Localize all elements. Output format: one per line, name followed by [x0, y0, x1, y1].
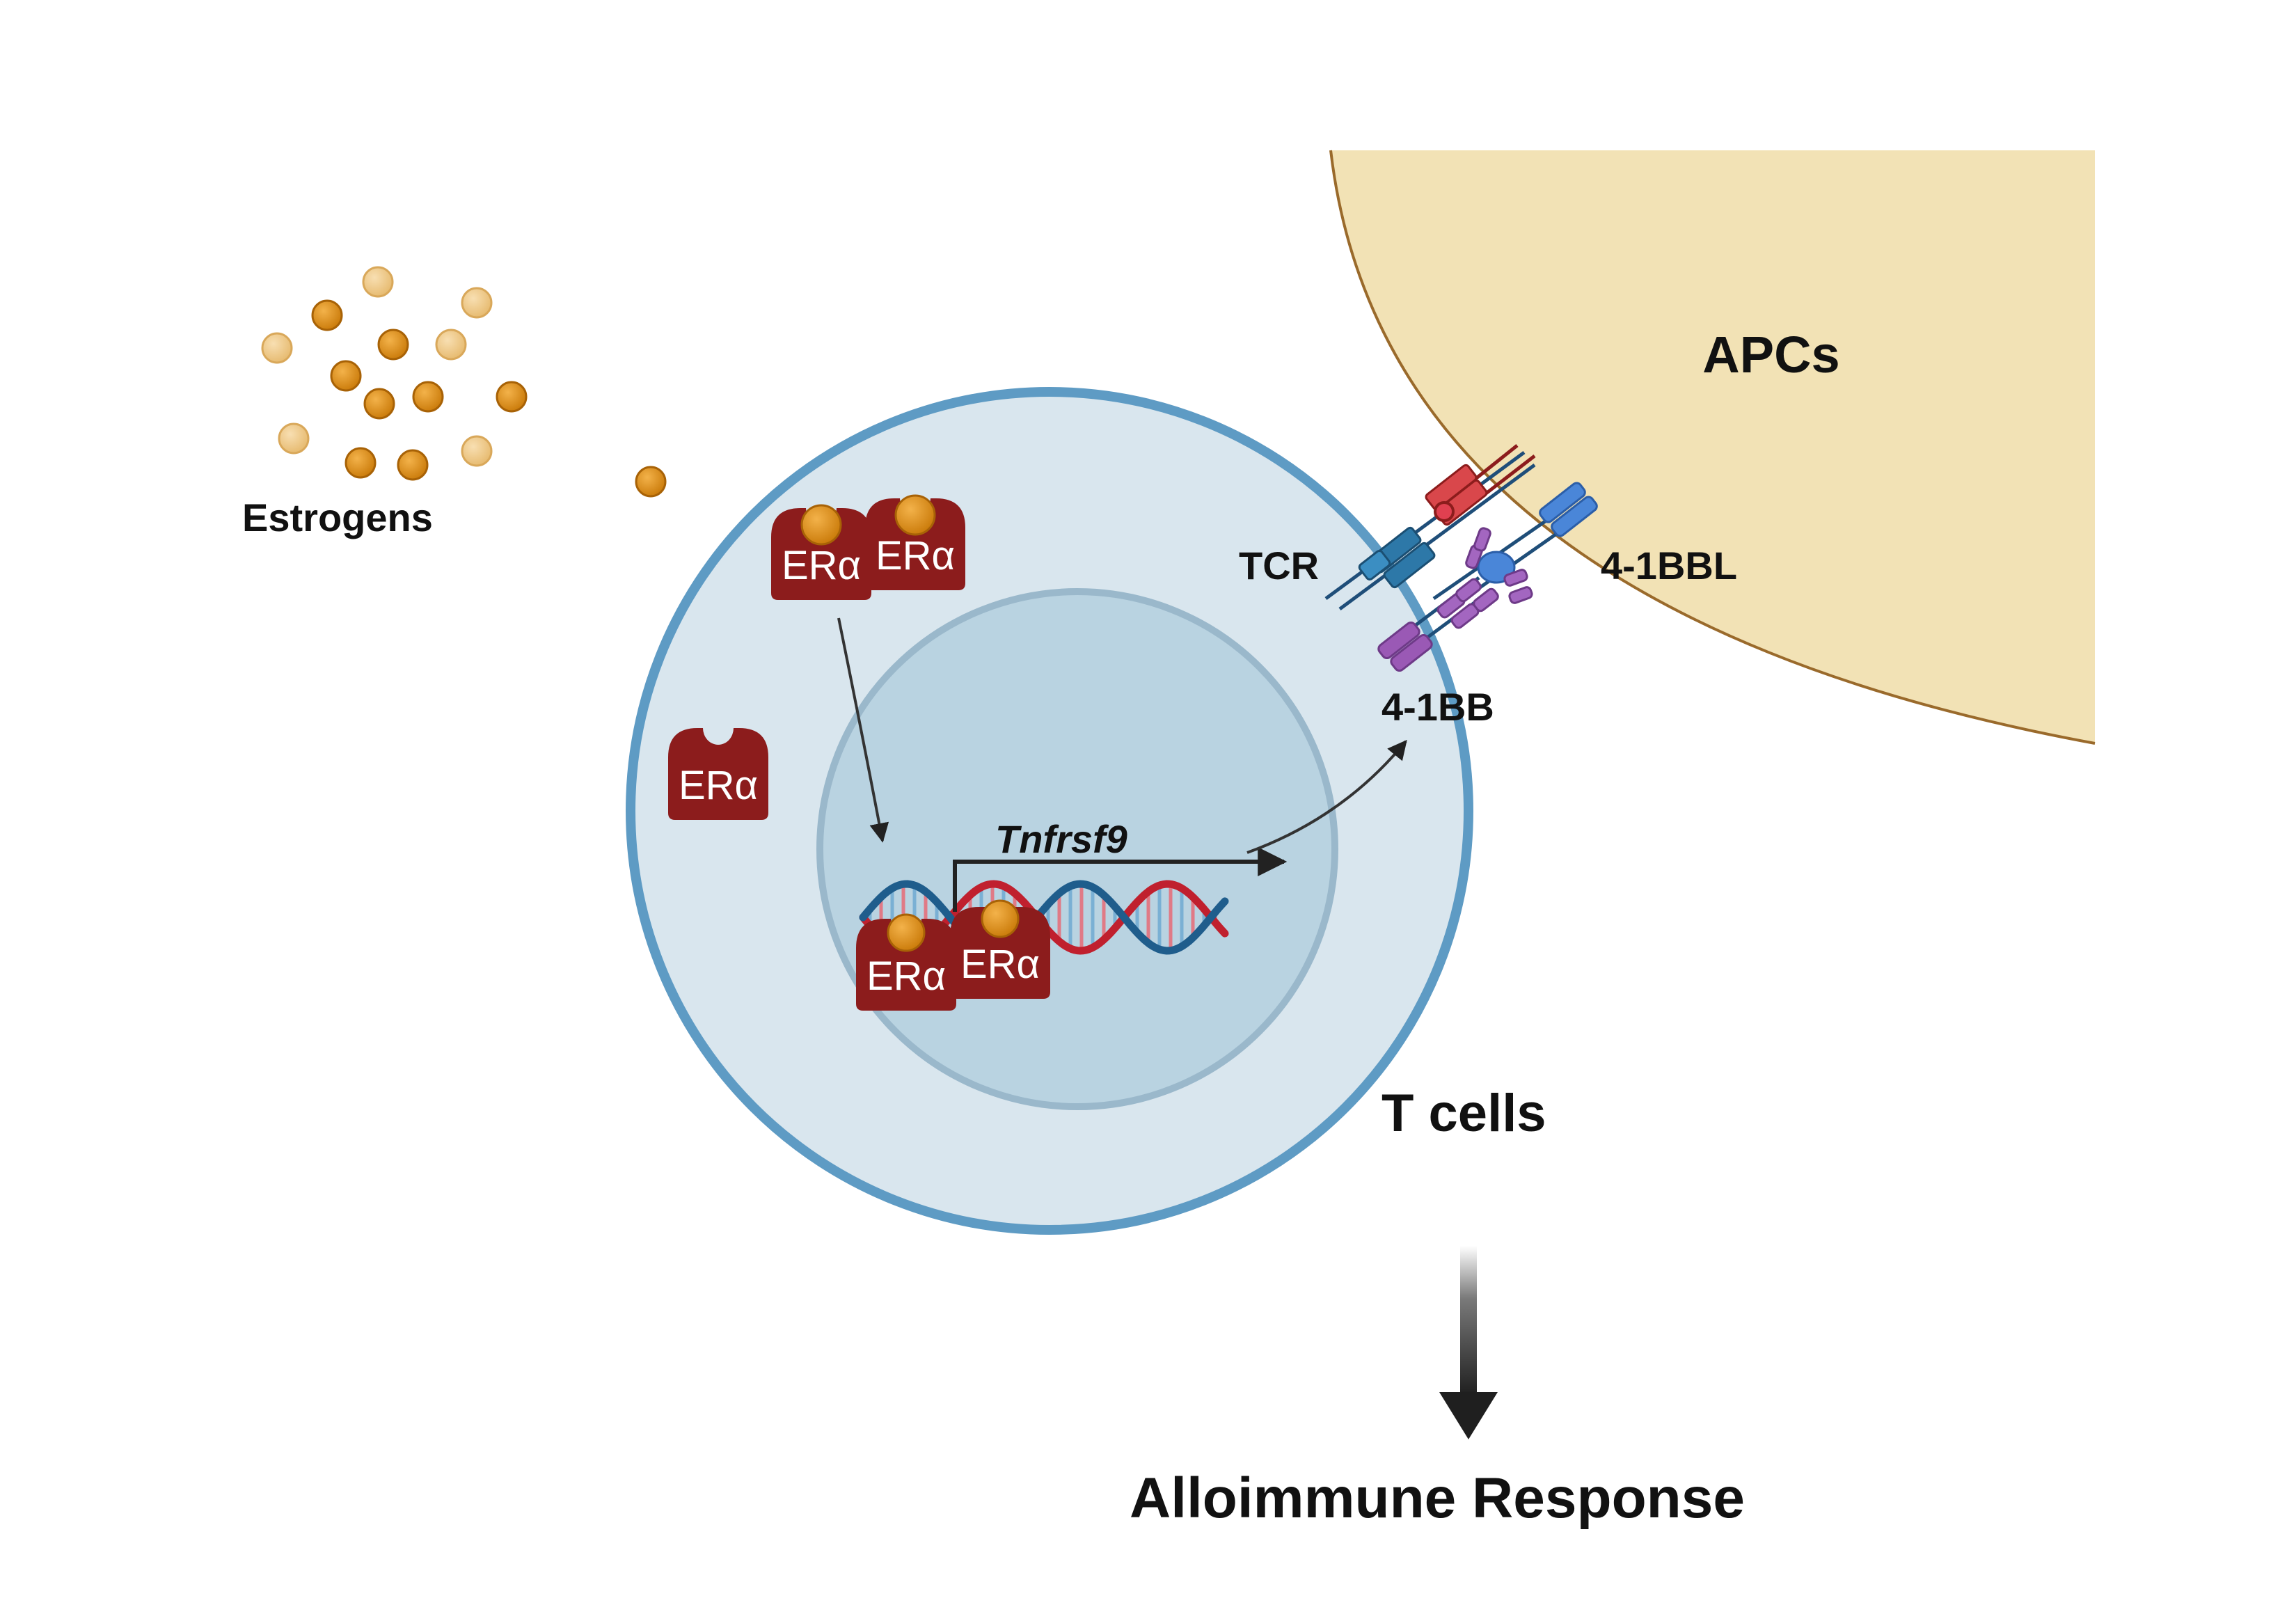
- ligand-label: 4-1BBL: [1601, 544, 1737, 587]
- estrogen-molecule: [345, 447, 377, 479]
- estrogen-particles: [261, 266, 667, 498]
- outcome-label: Alloimmune Response: [1130, 1467, 1745, 1530]
- era-bound-dna-2: ERα: [950, 899, 1050, 999]
- era-bound-cytoplasm-2: ERα: [865, 494, 965, 590]
- t-cells-label: T cells: [1381, 1084, 1546, 1143]
- estrogen-molecule: [311, 299, 343, 331]
- estrogen-molecule: [461, 287, 493, 319]
- estrogen-molecule: [496, 381, 528, 413]
- svg-text:ERα: ERα: [679, 763, 758, 808]
- era-unbound: ERα: [668, 728, 768, 820]
- apc-cell: [1331, 150, 2095, 743]
- estrogen-molecule: [435, 329, 467, 361]
- expression-arrow: [1246, 739, 1407, 854]
- outcome-arrow: [1439, 1246, 1498, 1439]
- estrogen-molecule: [412, 381, 444, 413]
- estrogen-molecule: [461, 435, 493, 467]
- transcription-start-arrow: [953, 847, 1288, 912]
- apc-label: APCs: [1702, 326, 1839, 384]
- nuclear-translocation-arrow: [837, 617, 889, 843]
- estrogen-molecule: [635, 466, 667, 498]
- estrogen-molecule: [377, 329, 409, 361]
- tcr-label: TCR: [1239, 544, 1319, 587]
- gene-label: Tnfrsf9: [995, 817, 1127, 861]
- era-bound-cytoplasm-1: ERα: [771, 504, 871, 600]
- svg-text:ERα: ERα: [866, 954, 946, 999]
- receptor-label: 4-1BB: [1381, 685, 1494, 729]
- tcr-complex: [1324, 444, 1536, 611]
- estrogen-molecule: [397, 449, 429, 481]
- estrogen-molecule: [278, 422, 310, 455]
- estrogen-molecule: [330, 360, 362, 392]
- svg-text:ERα: ERα: [876, 533, 955, 578]
- estrogen-molecule: [362, 266, 394, 298]
- estrogen-molecule: [363, 388, 395, 420]
- estrogens-label: Estrogens: [242, 496, 433, 539]
- svg-text:ERα: ERα: [960, 942, 1040, 987]
- estrogen-molecule: [261, 332, 293, 364]
- svg-text:ERα: ERα: [782, 543, 861, 588]
- apc-membrane: [1329, 150, 2096, 745]
- cd137-ligand-complex: [1377, 482, 1598, 672]
- era-bound-dna-1: ERα: [856, 913, 956, 1011]
